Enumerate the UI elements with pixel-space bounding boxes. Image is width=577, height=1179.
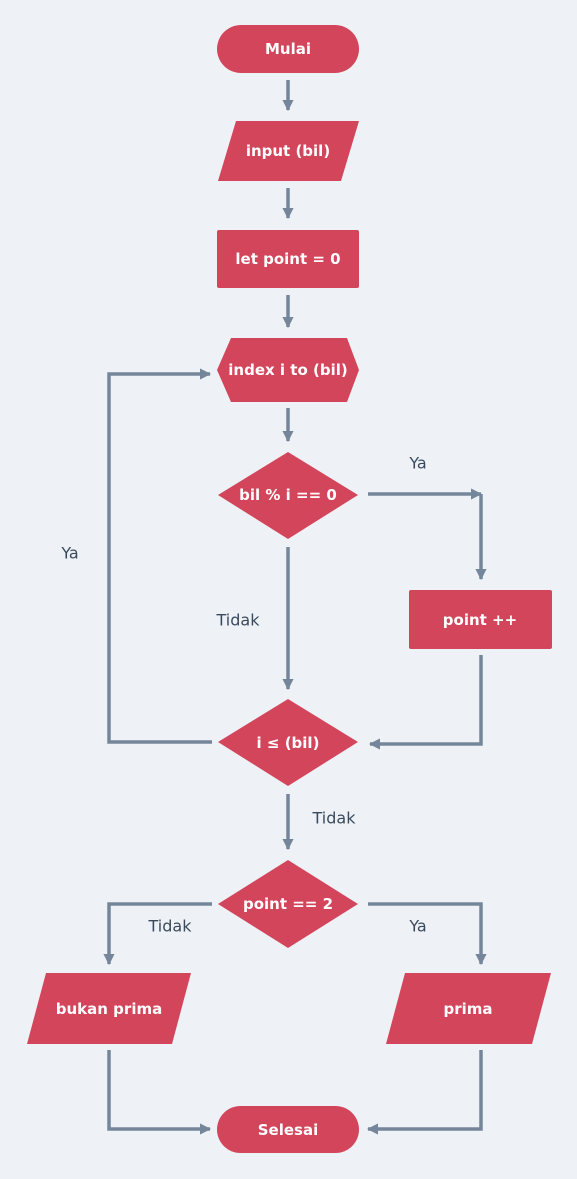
hexagon-shape xyxy=(217,338,359,402)
edge-label-mod-no: Tidak xyxy=(216,611,261,630)
edge-point-check-no xyxy=(103,902,212,966)
node-point-check: point == 2 xyxy=(218,860,358,948)
node-start-label: Mulai xyxy=(265,40,311,58)
node-input: input (bil) xyxy=(218,121,359,181)
terminator-shape xyxy=(217,1106,359,1153)
parallelogram-shape xyxy=(27,973,191,1044)
edge-label-loop-no: Tidak xyxy=(312,809,357,828)
decision-shape xyxy=(218,699,358,786)
node-point-check-label: point == 2 xyxy=(243,895,333,913)
node-mod-check: bil % i == 0 xyxy=(218,452,358,539)
edge-label-point-no: Tidak xyxy=(148,917,193,936)
node-start: Mulai xyxy=(217,25,359,73)
node-loop: index i to (bil) xyxy=(217,338,359,402)
process-shape xyxy=(217,230,359,288)
edge-not-prime-to-end xyxy=(107,1050,212,1135)
node-increment-label: point ++ xyxy=(443,611,517,629)
node-init-label: let point = 0 xyxy=(235,250,340,268)
node-not-prime-label: bukan prima xyxy=(56,1000,162,1018)
decision-shape xyxy=(218,860,358,948)
node-prime: prima xyxy=(386,973,551,1044)
node-loop-check: i ≤ (bil) xyxy=(218,699,358,786)
edges xyxy=(103,80,487,1135)
edge-loop-check-yes xyxy=(107,368,212,744)
node-loop-check-label: i ≤ (bil) xyxy=(257,734,320,752)
node-end-label: Selesai xyxy=(258,1121,318,1139)
edge-increment-to-loop-check xyxy=(368,655,483,750)
process-shape xyxy=(409,590,552,649)
terminator-shape xyxy=(217,25,359,73)
edge-labels: Ya Tidak Ya Tidak Tidak Ya xyxy=(60,454,426,936)
node-increment: point ++ xyxy=(409,590,552,649)
node-end: Selesai xyxy=(217,1106,359,1153)
parallelogram-shape xyxy=(218,121,359,181)
node-mod-check-label: bil % i == 0 xyxy=(239,486,337,504)
edge-label-point-yes: Ya xyxy=(408,917,426,936)
parallelogram-shape xyxy=(386,973,551,1044)
node-input-label: input (bil) xyxy=(246,142,330,160)
edge-label-mod-yes: Ya xyxy=(408,454,426,473)
edge-point-check-yes xyxy=(368,902,487,966)
edge-label-loop-yes: Ya xyxy=(60,544,78,563)
edge-prime-to-end xyxy=(366,1050,483,1135)
decision-shape xyxy=(218,452,358,539)
node-loop-label: index i to (bil) xyxy=(228,361,347,379)
node-init: let point = 0 xyxy=(217,230,359,288)
node-not-prime: bukan prima xyxy=(27,973,191,1044)
node-prime-label: prima xyxy=(443,1000,492,1018)
